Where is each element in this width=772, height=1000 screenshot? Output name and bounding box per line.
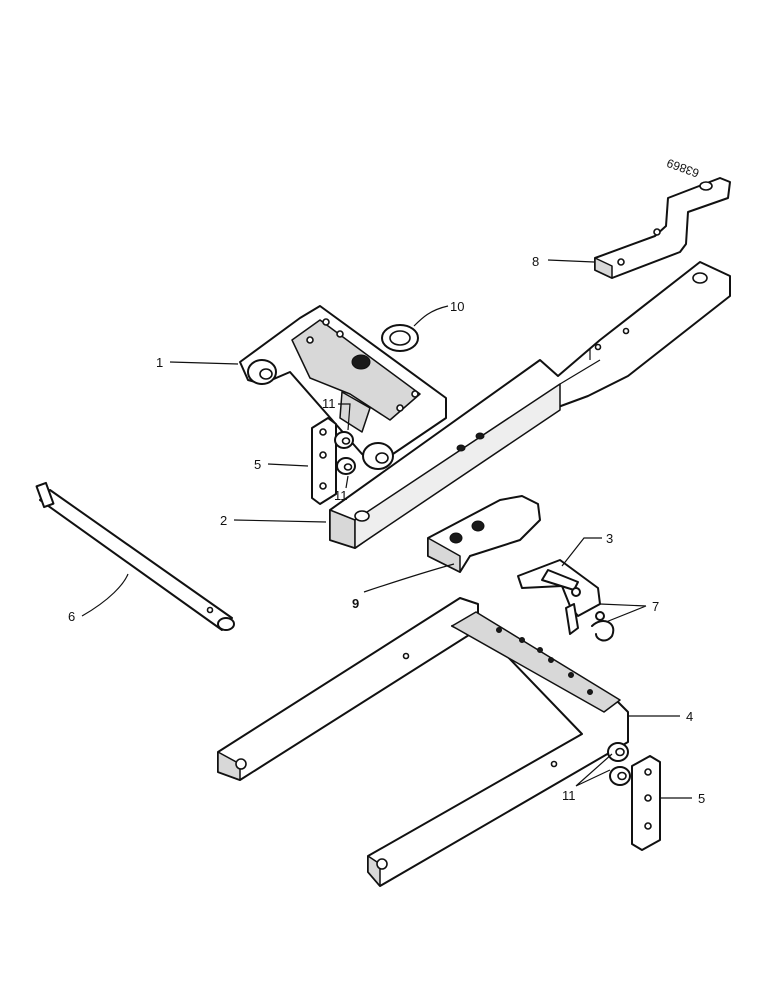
callout-leaders — [81, 259, 692, 799]
washer-ring-part — [381, 324, 419, 352]
hitch-bracket-part — [239, 305, 447, 470]
swinging-block-part — [427, 495, 541, 573]
callout-4: 4 — [686, 709, 693, 724]
reference-code: 63869 — [665, 156, 701, 181]
callout-10: 10 — [450, 299, 464, 314]
side-plate-lower-part — [631, 755, 661, 851]
callout-11-upper: 11 — [322, 396, 336, 411]
callout-11-middle: 11 — [334, 488, 348, 503]
callout-7: 7 — [652, 599, 659, 614]
spring-clip-part — [591, 611, 615, 642]
callout-5-lower: 5 — [698, 791, 705, 806]
callout-11-lower: 11 — [562, 788, 576, 803]
callout-8: 8 — [532, 254, 539, 269]
callout-9: 9 — [352, 596, 359, 611]
long-pin-part — [35, 481, 235, 631]
callout-3: 3 — [606, 531, 613, 546]
callout-1: 1 — [156, 355, 163, 370]
callout-labels: 1 2 3 4 5 5 6 7 8 9 10 11 11 11 — [68, 254, 705, 806]
callout-6: 6 — [68, 609, 75, 624]
offset-plate-part — [594, 177, 731, 279]
callout-5-upper: 5 — [254, 457, 261, 472]
bushings-lower-part — [607, 742, 631, 786]
side-plate-upper-part — [311, 417, 356, 505]
callout-2: 2 — [220, 513, 227, 528]
drawbar-part — [329, 261, 731, 549]
u-frame-part — [217, 597, 629, 887]
latch-part — [517, 559, 601, 635]
